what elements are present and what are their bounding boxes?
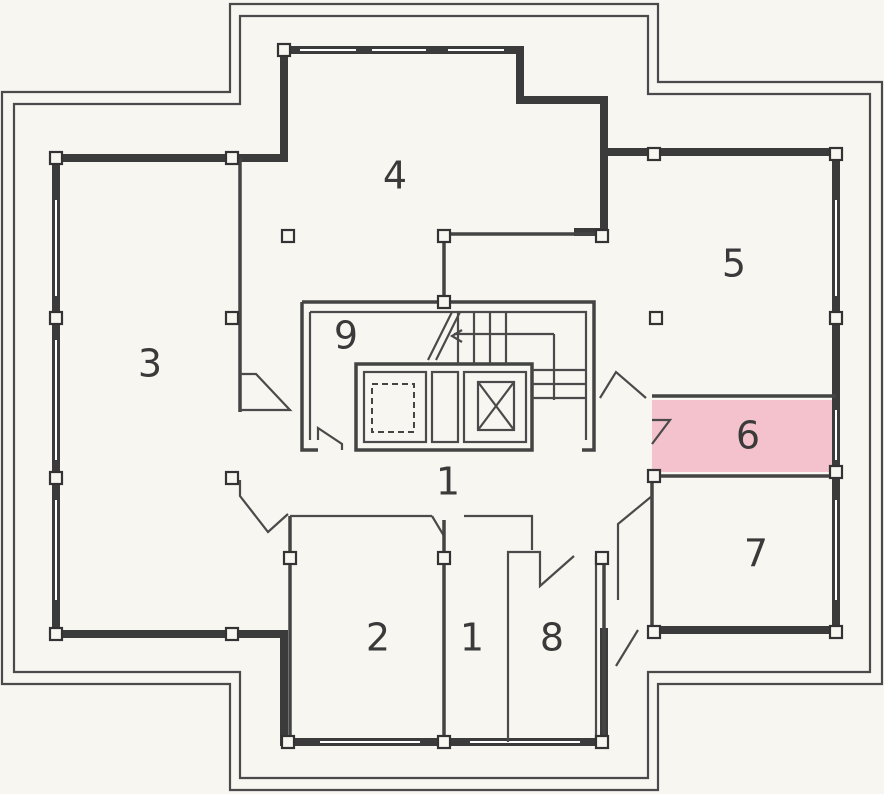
room-label-3: 3 — [138, 342, 162, 386]
room-6-highlight — [652, 400, 832, 472]
columns — [48, 42, 844, 750]
room-label-2: 2 — [366, 616, 390, 660]
room-label-5: 5 — [722, 242, 746, 286]
room-label-7: 7 — [744, 532, 768, 576]
room-label-1-corridor: 1 — [460, 616, 484, 660]
room-label-6: 6 — [736, 414, 760, 458]
room-label-9: 9 — [334, 314, 358, 358]
staircase — [427, 311, 586, 400]
room-label-4: 4 — [383, 154, 407, 198]
room-labels: 1 1 2 3 4 5 6 7 8 9 — [138, 154, 768, 660]
room-label-8: 8 — [540, 616, 564, 660]
windows — [55, 49, 837, 743]
room-label-1-hall: 1 — [436, 460, 460, 504]
